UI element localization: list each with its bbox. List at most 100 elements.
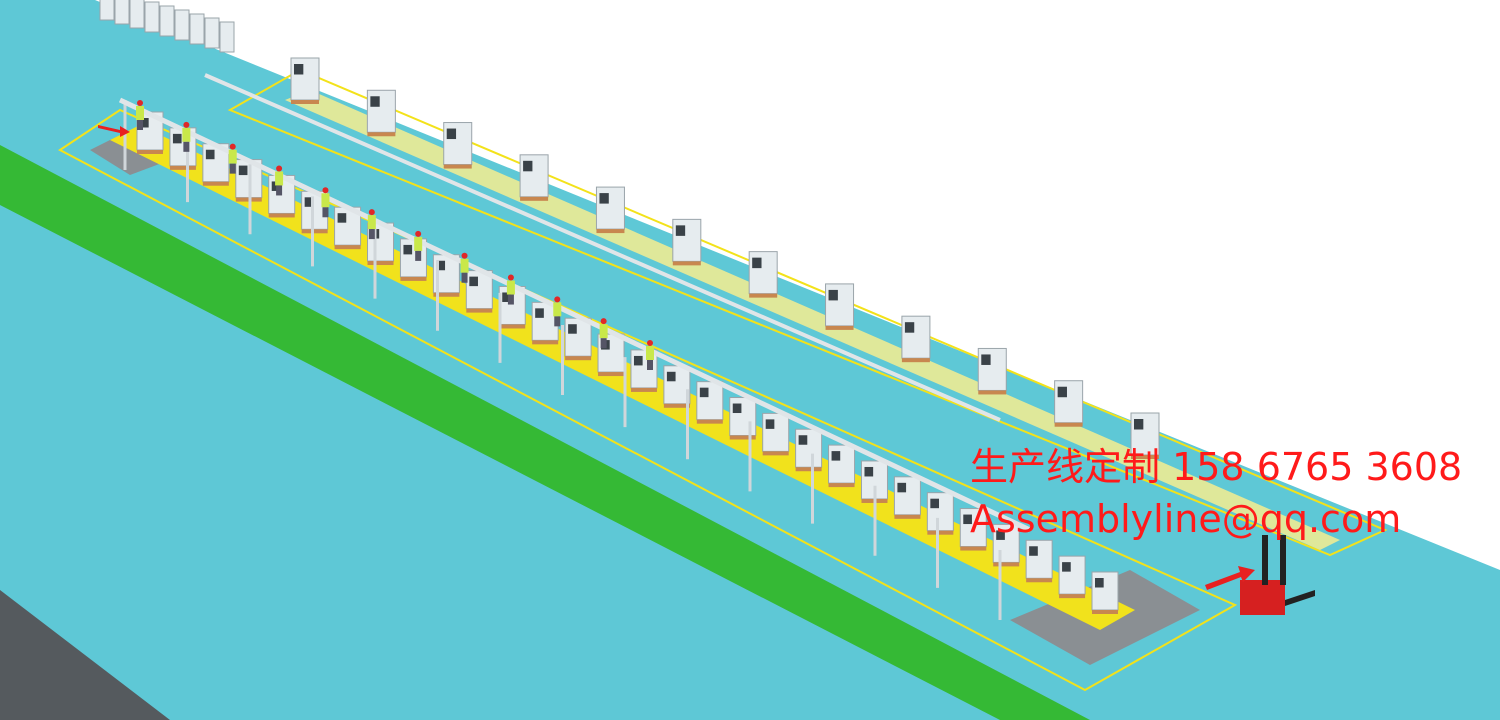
pallet (334, 245, 361, 250)
pallet (1092, 610, 1118, 614)
cabinet-vent (831, 451, 841, 461)
forklift (1240, 535, 1315, 615)
pallet (927, 530, 954, 535)
overhead-rail (118, 97, 1032, 533)
inbound-arrow (1205, 566, 1255, 590)
worker-legs (368, 229, 375, 240)
pallet (672, 261, 701, 266)
pallet (1059, 594, 1086, 599)
distant-cabinet (219, 21, 235, 53)
cabinet-vent (304, 197, 314, 207)
pallet (960, 546, 987, 551)
worker-legs (276, 185, 283, 196)
cabinet-vent (1095, 578, 1104, 588)
front-conveyor-yellow (110, 125, 1135, 630)
cabinet-vent (1029, 546, 1038, 556)
worker-cap (415, 230, 422, 237)
distant-cabinet (114, 0, 130, 25)
cabinet-vent (1062, 562, 1071, 572)
worker-cap (554, 296, 561, 303)
cabinet-front-line (926, 492, 954, 532)
pallet (499, 324, 526, 329)
cabinet-vent (1134, 419, 1144, 430)
pallet (630, 387, 657, 392)
overhead-rail (204, 73, 1001, 422)
worker-cap (229, 143, 236, 150)
worker-cap (276, 165, 283, 172)
worker-legs (600, 338, 607, 349)
back-conveyor-strip (285, 90, 1340, 550)
cabinet-vent (403, 244, 413, 255)
cabinet-vent (798, 435, 808, 445)
pallet (202, 181, 229, 186)
distant-cabinet (189, 13, 205, 45)
worker-cap (647, 340, 653, 346)
cabinet-vent (469, 276, 478, 287)
watermark-phone: 生产线定制 158 6765 3608 (970, 445, 1463, 489)
green-walkway-stripe (0, 145, 1090, 720)
worker (275, 171, 284, 186)
cabinet-vent (930, 498, 940, 509)
worker (228, 149, 237, 164)
worker (599, 324, 608, 339)
pallet (1054, 422, 1083, 427)
floor-edge (0, 590, 170, 720)
pallet (565, 356, 592, 361)
cabinet-vent (294, 64, 304, 75)
pallet (978, 390, 1007, 395)
pallet (795, 467, 822, 472)
pallet (268, 213, 295, 218)
cabinet-vent (523, 160, 533, 172)
pallet (400, 276, 427, 281)
pallet (291, 100, 319, 104)
pallet (1026, 578, 1053, 583)
cabinet-front-line (1025, 539, 1053, 579)
cabinet-vent (172, 133, 182, 144)
cabinet-front-line (1091, 571, 1119, 611)
worker-legs (137, 120, 143, 130)
pallet (696, 419, 723, 424)
cabinet-front-line (893, 476, 921, 516)
worker-cap (600, 318, 607, 325)
cabinet-vent (1057, 386, 1067, 398)
worker-legs (554, 316, 561, 327)
cabinet-vent (568, 324, 577, 334)
cabinet-vent (897, 482, 907, 493)
worker (553, 302, 562, 317)
front-line-zone-outline (58, 108, 1238, 692)
pallet (901, 358, 930, 363)
back-line-zone-outline (227, 68, 1388, 557)
cabinet-vent (436, 260, 446, 271)
cabinet-vent (446, 128, 457, 140)
pallet (169, 165, 196, 170)
worker (321, 193, 330, 208)
worker (367, 215, 376, 230)
cabinet-vent (752, 257, 762, 269)
cabinet-vent (337, 213, 347, 223)
pallet (762, 451, 789, 456)
worker-cap (322, 187, 329, 194)
worker (646, 346, 654, 360)
distant-cabinet (99, 0, 115, 21)
cabinet-vent (765, 419, 775, 429)
cabinet-front-line (696, 381, 724, 421)
pallet (598, 372, 625, 377)
cabinet-vent (140, 118, 149, 128)
pallet (663, 403, 690, 408)
cabinet-vent (864, 466, 874, 477)
distant-cabinet (159, 5, 175, 37)
worker-cap (461, 252, 468, 259)
worker-legs (322, 207, 329, 218)
pallet (729, 435, 756, 440)
pallet (825, 325, 854, 330)
cabinet-front-line (1058, 555, 1086, 595)
cabinet-vent (699, 387, 709, 398)
cabinet-front-line (729, 397, 757, 437)
cabinet-vent (666, 371, 676, 382)
cabinet-back-line (748, 251, 778, 295)
worker (506, 280, 515, 295)
worker-legs (229, 163, 236, 174)
